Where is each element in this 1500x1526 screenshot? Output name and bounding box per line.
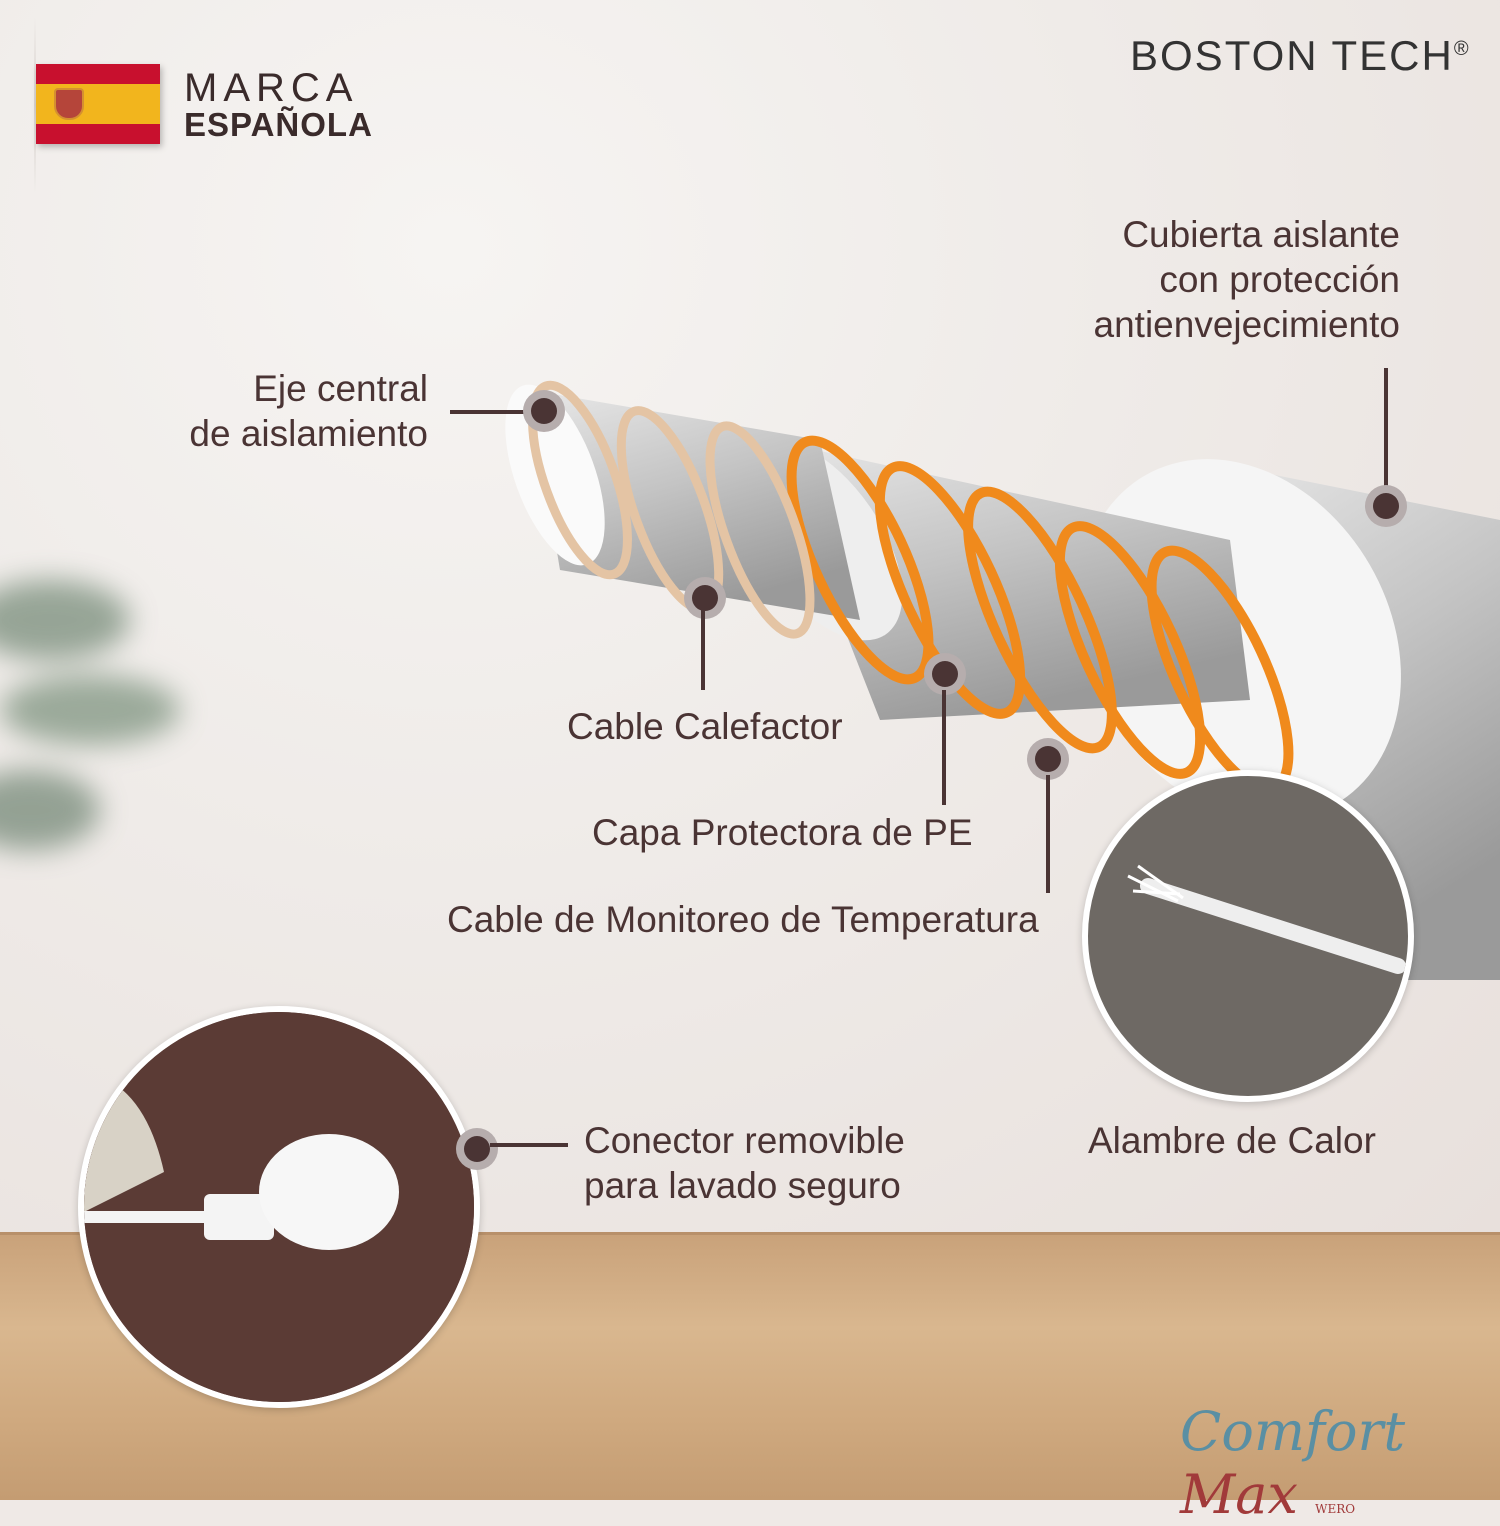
logo-sub: WERO: [1315, 1502, 1356, 1516]
conector-leader-line: [490, 1143, 568, 1147]
monitoreo-marker-dot: [1027, 738, 1069, 780]
logo-comfort: Comfort: [1180, 1400, 1406, 1463]
monitoreo-label: Cable de Monitoreo de Temperatura: [447, 899, 1039, 940]
eje-marker-dot: [523, 390, 565, 432]
cubierta-label: Cubierta aislante con protección antienv…: [960, 212, 1400, 347]
blurred-plant-image: [0, 580, 180, 850]
eje-line-1: Eje central: [253, 368, 428, 409]
alambre-label: Alambre de Calor: [1088, 1120, 1376, 1161]
alambre-detail-image: [1082, 770, 1414, 1102]
eje-line-2: de aislamiento: [189, 413, 428, 454]
logo-max: Max: [1180, 1463, 1298, 1526]
espanola-label: ESPAÑOLA: [184, 106, 373, 143]
conector-detail-image: [78, 1006, 480, 1408]
eje-label: Eje central de aislamiento: [160, 366, 428, 456]
comfort-max-logo: Comfort Max WERO: [1180, 1400, 1500, 1526]
pe-marker-dot: [924, 653, 966, 695]
brand-name: BOSTON TECH: [1130, 32, 1454, 79]
cubierta-line-1: Cubierta aislante: [1122, 214, 1400, 255]
monitoreo-leader-line: [1046, 775, 1050, 893]
spain-flag-icon: [36, 64, 160, 144]
calefactor-leader-line: [701, 604, 705, 690]
brand-registered-mark: ®: [1453, 38, 1471, 60]
conector-label: Conector removible para lavado seguro: [584, 1118, 905, 1208]
conector-marker-dot: [456, 1128, 498, 1170]
calefactor-marker-dot: [684, 577, 726, 619]
eje-leader-line: [450, 410, 540, 414]
cable-calefactor-label: Cable Calefactor: [567, 706, 843, 747]
center-core: [530, 390, 860, 620]
brand-logo: BOSTON TECH®: [1130, 32, 1471, 80]
cubierta-line-2: con protección: [1159, 259, 1400, 300]
pe-leader-line: [942, 690, 946, 805]
cubierta-leader-line: [1384, 368, 1388, 500]
capa-pe-label: Capa Protectora de PE: [592, 812, 973, 853]
marca-label: MARCA: [184, 66, 359, 110]
conector-line-2: para lavado seguro: [584, 1165, 901, 1206]
divider-line: [34, 18, 36, 193]
cubierta-marker-dot: [1365, 485, 1407, 527]
conector-line-1: Conector removible: [584, 1120, 905, 1161]
cubierta-line-3: antienvejecimiento: [1093, 304, 1400, 345]
